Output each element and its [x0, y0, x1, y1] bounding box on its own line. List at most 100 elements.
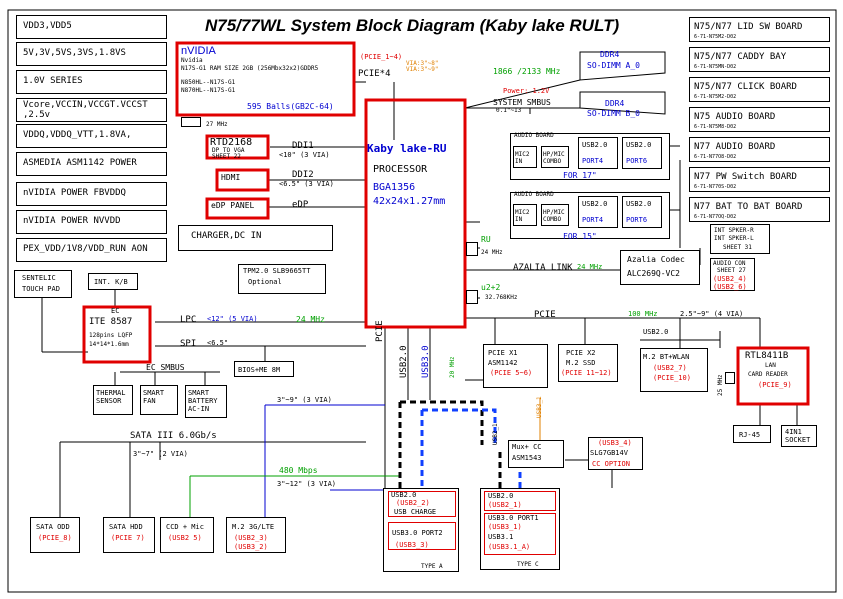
audio-usb2-4: (USB2_4) [713, 275, 747, 283]
mux-box [508, 440, 564, 468]
board-code: 6-71-N77OQ-D02 [694, 214, 737, 220]
cpu-name: Kaby lake-RU [367, 142, 447, 155]
usb30-v-label: USB3.0 [421, 345, 431, 378]
ec-label: EC [111, 307, 120, 315]
lpc-label: LPC [180, 315, 197, 325]
combo-17: HP/MIC COMBO [541, 146, 569, 168]
power-rail-item: PEX_VDD/1V8/VDD_RUN AON [16, 238, 167, 262]
ddi1-label: DDI1 [292, 141, 314, 151]
bios-box: BIOS+ME 8M [234, 361, 294, 377]
cpu-clk24: 24 MHz [481, 249, 503, 256]
ddr-power: Power: 1.2V [503, 87, 550, 95]
board-item: N75/N77 LID SW BOARD 6-71-N75M2-D02 [689, 17, 830, 42]
bottom-device: SATA HDD(PCIE 7) [103, 517, 155, 553]
board-code: 6-71-N75M2-D02 [694, 34, 737, 40]
typea-usbref: (USB2_2) [396, 499, 430, 507]
mux-part: ASM1543 [512, 454, 542, 462]
for17-label: FOR 17" [563, 171, 597, 180]
audio-usb2-6: (USB2_6) [713, 283, 747, 291]
asm1142-name: PCIE X1 [488, 349, 518, 357]
usb31-vert: USB3_1 [536, 396, 543, 418]
cpu-u22: u2+2 [481, 283, 501, 292]
tpm-opt: Optional [248, 278, 282, 286]
bottom-device-name: M.2 3G/LTE [232, 523, 275, 531]
rtl-sub: LAN [765, 362, 776, 369]
ec-size: 14*14*1.6mm [89, 341, 129, 348]
audio-con-sheet: SHEET 27 [717, 267, 746, 274]
wlan-ref: (USB2_7) [653, 364, 687, 372]
audio-con-box [710, 258, 755, 291]
ddi1-len: <10" (3 VIA) [279, 151, 330, 159]
ddr-freq: 1866 /2133 MHz [493, 67, 561, 76]
pcie4-label: PCIE*4 [358, 69, 391, 79]
typec-usb: USB2.0 [488, 492, 514, 500]
typec-usb3 [484, 513, 556, 555]
touchpad-box [14, 270, 72, 298]
bottom-device-name: SATA HDD [109, 523, 143, 531]
rtd-sheet: SHEET 22 [212, 153, 241, 160]
bottom-device: CCD + Mic(USB2 5) [160, 517, 214, 553]
sata-len2: 3"~9" (3 VIA) [277, 396, 332, 404]
sata-mbps: 480 Mbps [279, 466, 318, 475]
rtl-clk: 25 MHz [717, 374, 724, 396]
usb21-vert: USB2_1 [492, 423, 499, 445]
battery-box: SMART BATTERY AC-IN [185, 385, 227, 418]
rtd-sub: DP TO VGA [212, 147, 245, 154]
nvidia-pcie-ref: (PCIE_1~4) [360, 53, 403, 61]
sata-len1: 3"~7" (2 VIA) [133, 450, 188, 458]
diagram-title: N75/77WL System Block Diagram (Kaby lake… [205, 16, 620, 35]
bottom-device-ref: (USB2 5) [168, 534, 202, 542]
speaker-box [710, 224, 770, 254]
lpc-len: <12" (5 VIA) [207, 315, 258, 323]
rtl-ref: (PCIE_9) [758, 381, 792, 389]
power-rail-item: VDD3,VDD5 [16, 15, 167, 39]
typec-label: TYPE C [517, 561, 539, 568]
cpu-clk32: 32.768KHz [485, 294, 518, 301]
bottom-device: SATA ODD(PCIE_8) [30, 517, 80, 553]
slg-box [588, 437, 643, 470]
ec-smbus: EC SMBUS [146, 363, 185, 372]
audio-board-label-15: AUDIO BOARD [514, 191, 554, 198]
usb20-h-label: USB2.0 [643, 328, 669, 336]
speaker-r: INT SPKER-R [714, 227, 754, 234]
bottom-device-ref2: (USB3_2) [234, 543, 268, 551]
hdmi-name: HDMI [221, 173, 241, 182]
edp-bus: eDP [292, 200, 309, 210]
typec-port: USB3.0 PORT1 [488, 514, 539, 522]
typea-port: USB3.0 PORT2 [392, 529, 443, 537]
board-label: N77 AUDIO BOARD [694, 142, 776, 152]
spi-len: <6.5" [207, 339, 229, 347]
codec-part: ALC269Q-VC2 [627, 269, 680, 278]
typec-usb31: USB3.1 [488, 533, 514, 541]
usb-a-15: USB2.0 [582, 200, 608, 208]
usb-port4-17 [578, 137, 618, 169]
port6-17: PORT6 [626, 157, 648, 165]
usb-b-15: USB2.0 [626, 200, 652, 208]
touchpad-name: SENTELIC [22, 274, 56, 282]
board-label: N75/N77 CADDY BAY [694, 52, 787, 62]
usb20-v-label: USB2.0 [399, 345, 409, 378]
rtl-sub2: CARD READER [748, 371, 788, 378]
slg-ref: (USB3_4) [598, 439, 632, 447]
fan-box: SMART FAN [140, 385, 178, 415]
charger-box: CHARGER,DC IN [178, 225, 333, 251]
codec-box [620, 250, 700, 285]
ddi2-label: DDI2 [292, 170, 314, 180]
ddr-b-title: DDR4 [605, 99, 625, 108]
azalia-clk: 24 MHz [577, 263, 603, 271]
board-label: N75/N77 CLICK BOARD [694, 82, 797, 92]
nvidia-sku2: N870HL--N17S-G1 [181, 87, 236, 94]
speaker-l: INT SPKER-L [714, 235, 754, 242]
cpu-proc: PROCESSOR [373, 164, 428, 175]
lpc-clk: 24 MHz [296, 315, 325, 324]
pcie-v-label: PCIE [375, 320, 385, 342]
clk20: 20 MHz [449, 356, 456, 378]
smbus-label: SYSTEM SMBUS [493, 98, 551, 107]
board-label: N75/N77 LID SW BOARD [694, 22, 803, 32]
usb-port6-17 [622, 137, 662, 169]
rj45-box: RJ-45 [733, 425, 771, 443]
